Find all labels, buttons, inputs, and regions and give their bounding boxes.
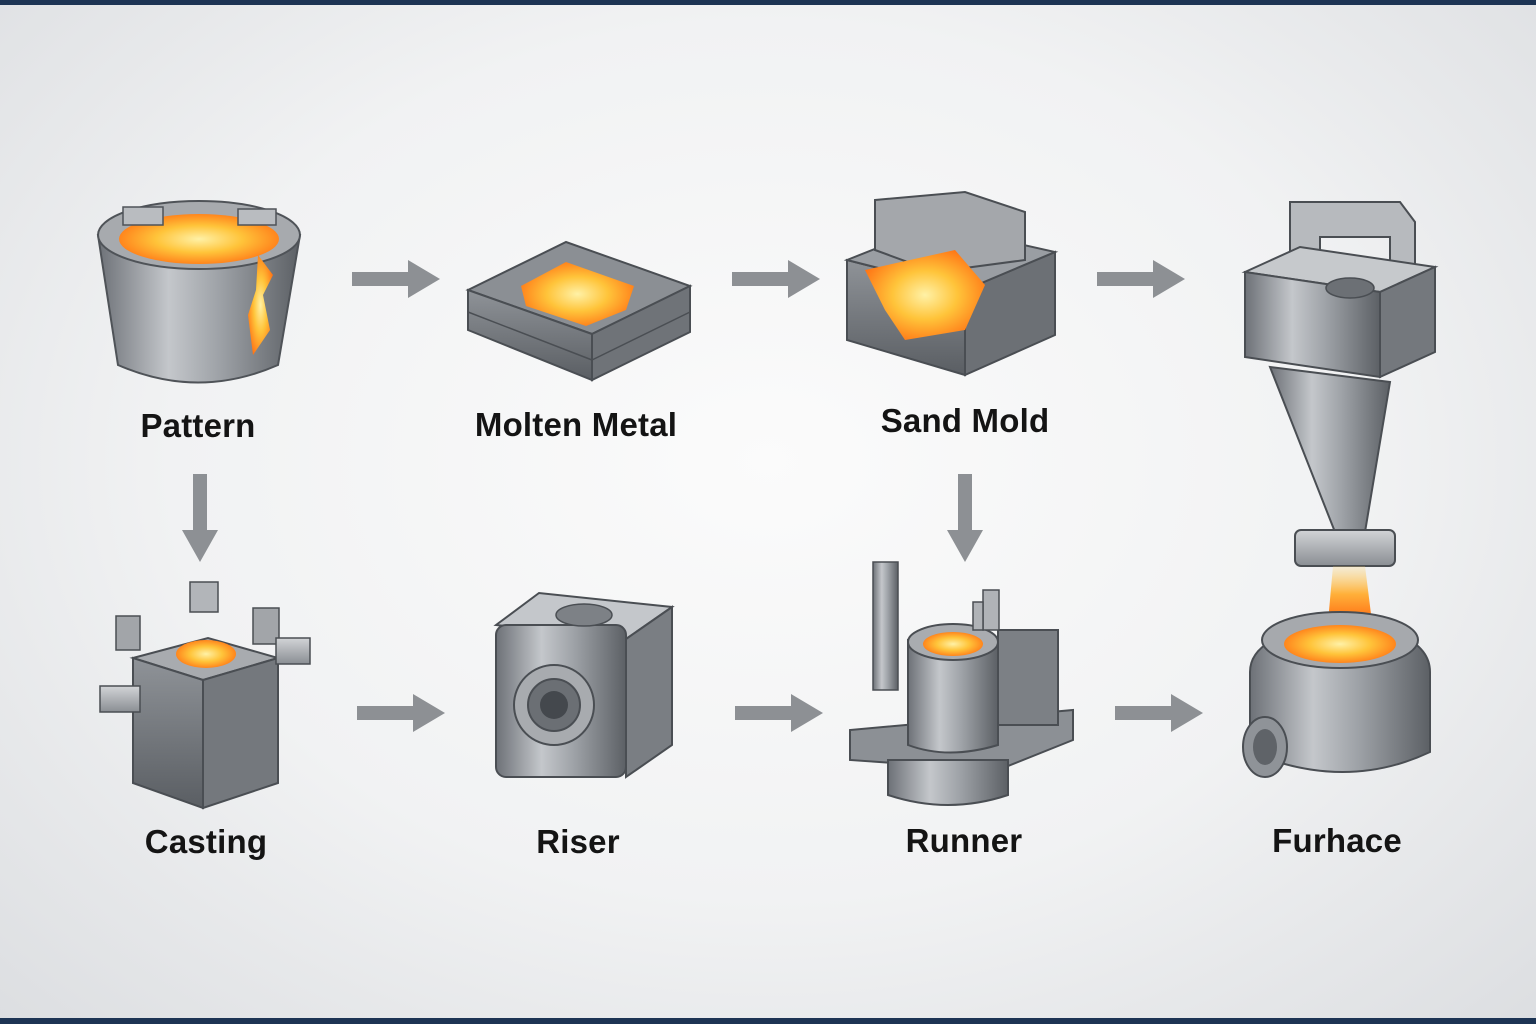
node-pattern: Pattern <box>88 195 318 445</box>
node-label: Pattern <box>140 407 256 444</box>
arrow-pattern-to-molten-metal <box>352 260 440 298</box>
sand-mold-block-icon <box>843 190 1059 377</box>
top-frame-bar <box>0 0 1536 5</box>
arrow-riser-to-runner <box>735 694 823 732</box>
riser-cube-icon <box>493 591 675 779</box>
arrow-runner-to-furnace <box>1115 694 1203 732</box>
node-label: Sand Mold <box>880 402 1050 439</box>
node-molten-metal: Molten Metal <box>465 230 693 445</box>
node-furnace: Furhace <box>1240 192 1440 863</box>
arrow-molten-metal-to-sand-mold <box>732 260 820 298</box>
node-label: Molten Metal <box>474 406 678 443</box>
node-label: Riser <box>536 823 620 860</box>
node-label: Casting <box>144 823 268 860</box>
arrow-sand-mold-to-furnace <box>1097 260 1185 298</box>
node-label: Runner <box>905 822 1023 859</box>
runner-housing-icon <box>849 561 1074 806</box>
node-label: Furhace <box>1272 822 1402 859</box>
node-runner: Runner <box>848 560 1076 863</box>
crucible-cutaway-icon <box>96 200 302 384</box>
node-casting: Casting <box>98 578 313 863</box>
arrow-sand-mold-to-runner <box>947 474 983 562</box>
arrow-pattern-to-casting <box>182 474 218 562</box>
node-riser: Riser <box>493 585 675 863</box>
arrow-casting-to-riser <box>357 694 445 732</box>
furnace-tower-icon <box>1241 201 1439 778</box>
mold-slab-icon <box>465 240 693 382</box>
cast-block-icon <box>99 581 311 810</box>
node-sand-mold: Sand Mold <box>843 190 1060 445</box>
bottom-frame-bar <box>0 1018 1536 1024</box>
